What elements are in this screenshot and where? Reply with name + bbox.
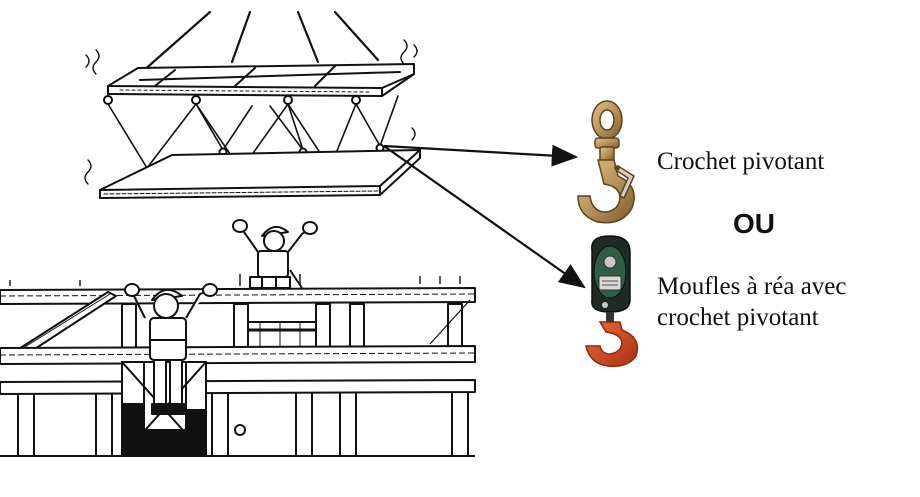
crane-cables bbox=[140, 10, 380, 74]
snatch-block-label-line2: crochet pivotant bbox=[657, 304, 819, 331]
snatch-block-label: Moufles à réa avec crochet pivotant bbox=[657, 271, 846, 333]
worker-on-slab bbox=[232, 219, 318, 289]
suspended-load bbox=[84, 10, 421, 199]
swivel-hook-label: Crochet pivotant bbox=[657, 148, 825, 175]
or-label: OU bbox=[733, 208, 775, 239]
snatch-block-label-line1: Moufles à réa avec bbox=[657, 273, 847, 300]
building-structure bbox=[0, 274, 476, 457]
arrows bbox=[383, 144, 586, 289]
rebar bbox=[9, 274, 471, 345]
arrow-to-swivel-hook bbox=[383, 144, 579, 167]
arrow-to-snatch-block bbox=[383, 145, 586, 289]
swivel-hook-icon bbox=[577, 100, 635, 224]
worker-on-scaffold bbox=[124, 283, 218, 415]
snatch-block-icon bbox=[585, 235, 639, 368]
spreader-beam bbox=[107, 63, 415, 97]
spreader-shackles bbox=[103, 95, 361, 105]
motion-marks bbox=[84, 39, 418, 185]
precast-panel bbox=[99, 149, 421, 199]
